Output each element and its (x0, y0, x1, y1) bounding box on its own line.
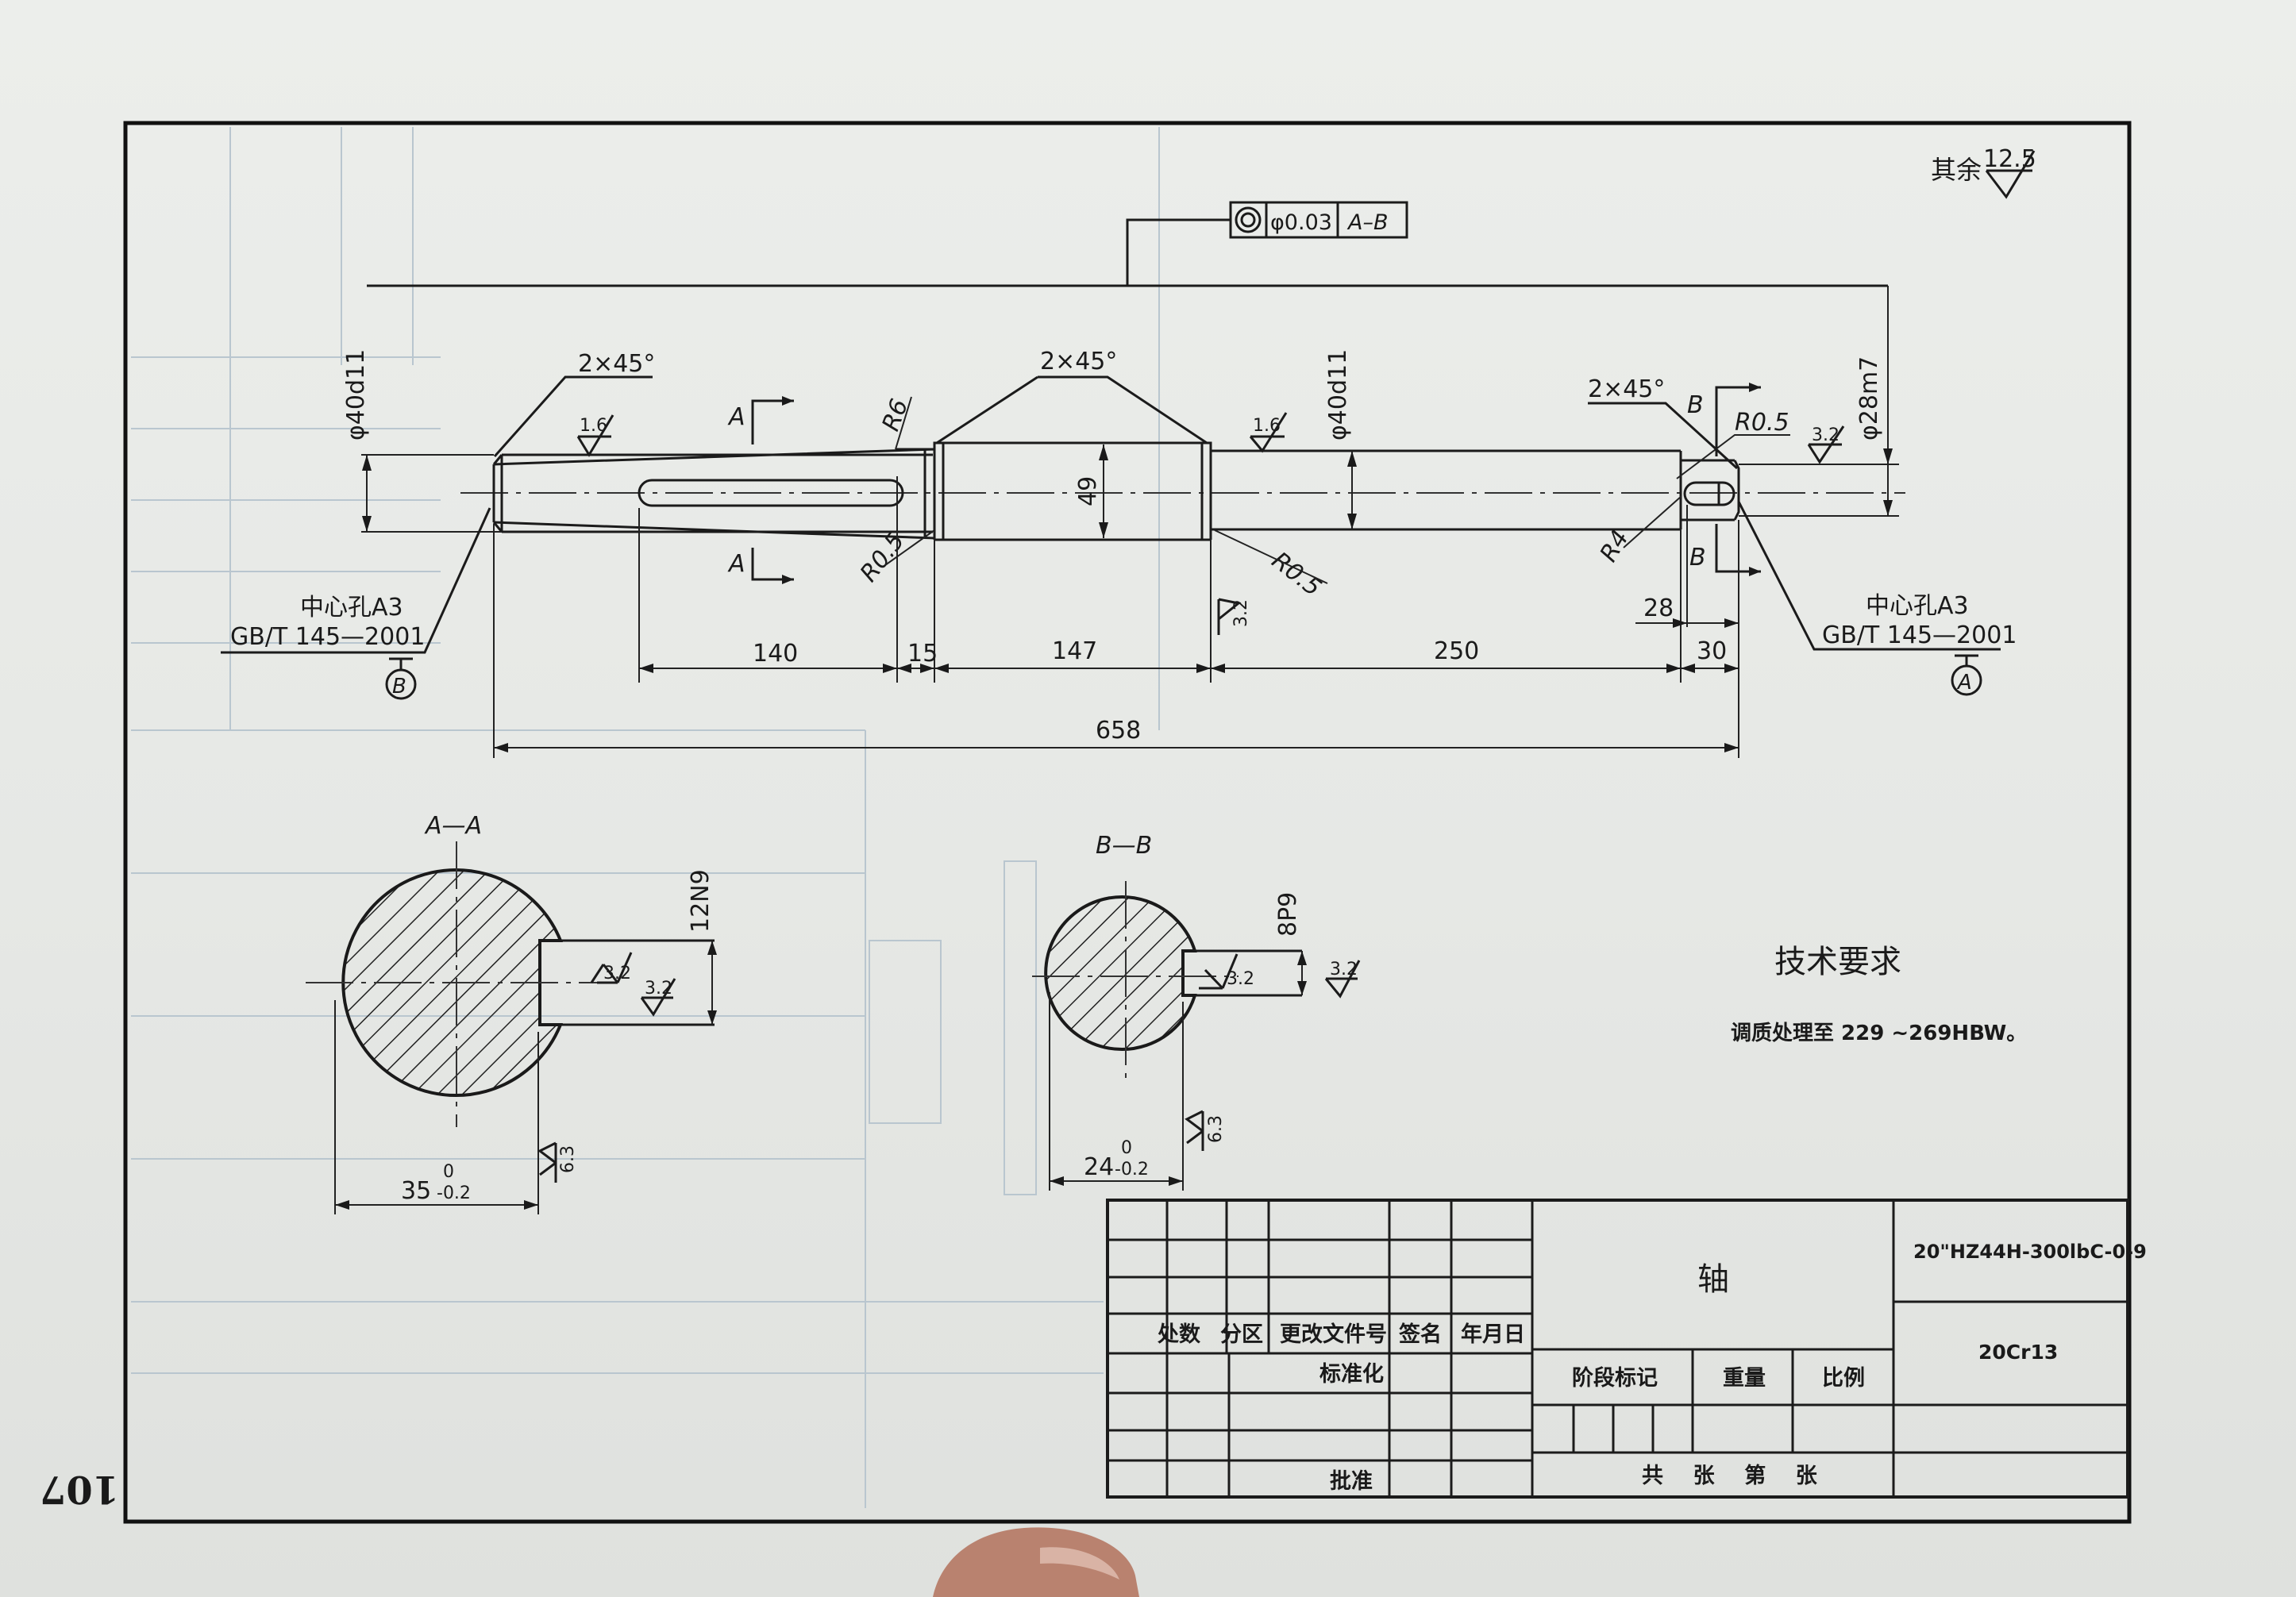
diameter-dims: φ40d11 49 φ40d11 φ28m7 (342, 286, 1899, 538)
tech-requirements: 技术要求 调质处理至 229 ~269HBW。 (1731, 944, 2027, 1045)
tb-hdr-date: 年月日 (1461, 1322, 1525, 1347)
page-number: 107 (40, 1467, 119, 1511)
tb-scale: 比例 (1822, 1366, 1865, 1391)
section-marker-a-bot: A (727, 550, 745, 578)
center-hole-left: 中心孔A3 GB/T 145—2001 B (221, 507, 491, 700)
diam-collar: 49 (1074, 476, 1102, 506)
tb-approve: 批准 (1330, 1469, 1373, 1494)
tb-hdr-zone: 分区 (1220, 1322, 1263, 1347)
roughness-3: 3.2 (1812, 425, 1839, 445)
tb-hdr-doc: 更改文件号 (1280, 1322, 1387, 1347)
section-marker-a-top: A (727, 403, 745, 431)
length-15: 15 (907, 640, 938, 668)
section-marker-b-top: B (1687, 391, 1704, 419)
length-147: 147 (1052, 637, 1097, 665)
section-aa-title: A—A (424, 812, 482, 840)
center-hole-right-line2: GB/T 145—2001 (1822, 621, 2017, 649)
section-aa: A—A 12N9 3.2 3.2 35 0 -0.2 6.3 (306, 812, 717, 1214)
roughness-bb3: 6.3 (1206, 1115, 1226, 1143)
section-bb-tol-low: -0.2 (1115, 1160, 1149, 1179)
section-aa-tol-low: -0.2 (437, 1183, 471, 1203)
roughness-aa3: 6.3 (558, 1145, 578, 1173)
section-aa-key: 12N9 (687, 869, 715, 933)
length-250: 250 (1434, 637, 1479, 665)
radius-r05-c: R0.5 (1735, 409, 1789, 437)
roughness-other-label: 其余 (1931, 155, 1982, 185)
diam-left: φ40d11 (342, 349, 370, 441)
chamfer-left: 2×45° (578, 350, 655, 378)
tech-req-title: 技术要求 (1774, 944, 1901, 980)
roughness-bb2: 3.2 (1330, 960, 1358, 979)
roughness-main: 1.6 1.6 3.2 3.2 (576, 412, 1845, 635)
thumb-photo (933, 1527, 1139, 1597)
roughness-2: 1.6 (1253, 416, 1281, 436)
roughness-other-value: 12.5 (1983, 145, 2036, 173)
datum-a: A (1956, 671, 1972, 695)
radius-r6: R6 (877, 395, 915, 434)
radius-r4: R4 (1595, 525, 1635, 567)
title-block: 处数 分区 更改文件号 签名 年月日 标准化 批准 轴 20"HZ44H-300… (1106, 1199, 2147, 1499)
section-bb-tol-up: 0 (1121, 1138, 1132, 1158)
datum-b: B (392, 675, 406, 698)
shaft-main-view (460, 441, 1905, 541)
section-bb-title: B—B (1096, 832, 1152, 860)
length-28: 28 (1643, 595, 1674, 622)
length-140: 140 (753, 640, 798, 668)
roughness-bb1: 3.2 (1227, 969, 1254, 989)
tech-req-text: 调质处理至 229 ~269HBW。 (1731, 1022, 2027, 1045)
section-bb-width: 24 (1084, 1153, 1114, 1181)
tb-stage: 阶段标记 (1572, 1366, 1658, 1391)
tolerance-frame: φ0.03 A–B (367, 201, 1888, 287)
section-bb: B—B 8P9 3.2 3.2 24 0 -0.2 6.3 (1032, 832, 1361, 1191)
diam-mid: φ40d11 (1324, 349, 1352, 441)
section-bb-key: 8P9 (1274, 892, 1302, 937)
roughness-other: 其余 12.5 (1931, 145, 2036, 199)
drawing-border (123, 121, 2132, 1524)
center-hole-right-line1: 中心孔A3 (1866, 592, 1969, 620)
center-hole-right: 中心孔A3 GB/T 145—2001 A (1737, 501, 2017, 696)
tolerance-datum: A–B (1346, 210, 1389, 235)
section-markers: A A B B (727, 383, 1761, 584)
chamfer-mid: 2×45° (1040, 348, 1117, 375)
tb-hdr-count: 处数 (1157, 1322, 1201, 1347)
tb-drawing-no: 20"HZ44H-300lbC-0-9 (1913, 1241, 2147, 1263)
tb-part-name: 轴 (1697, 1261, 1729, 1298)
tolerance-value: φ0.03 (1270, 210, 1332, 235)
section-marker-b-bot: B (1689, 544, 1706, 571)
center-hole-left-line1: 中心孔A3 (300, 594, 403, 621)
chamfer-right: 2×45° (1588, 375, 1665, 403)
tb-sheets: 共 张 第 张 (1642, 1463, 1818, 1488)
section-aa-width: 35 (401, 1177, 431, 1205)
bleed-through (131, 127, 1160, 1508)
length-dims: 140 15 147 250 28 30 658 (493, 476, 1739, 758)
diam-right: φ28m7 (1855, 356, 1883, 441)
tb-weight: 重量 (1723, 1366, 1766, 1391)
roughness-4: 3.2 (1231, 599, 1251, 627)
center-hole-left-line2: GB/T 145—2001 (230, 623, 425, 651)
chamfer-labels: 2×45° 2×45° 2×45° (493, 348, 1739, 470)
tb-hdr-sign: 签名 (1399, 1322, 1442, 1347)
radius-r05-b: R0.5 (1266, 547, 1327, 602)
length-total: 658 (1096, 717, 1141, 745)
tb-standardize: 标准化 (1319, 1362, 1384, 1387)
radius-labels: R6 R0.5 R0.5 R0.5 R4 (855, 395, 1790, 602)
tb-material: 20Cr13 (1978, 1341, 2058, 1364)
roughness-aa1: 3.2 (603, 964, 631, 983)
section-aa-tol-up: 0 (443, 1162, 454, 1182)
length-30: 30 (1697, 637, 1727, 665)
